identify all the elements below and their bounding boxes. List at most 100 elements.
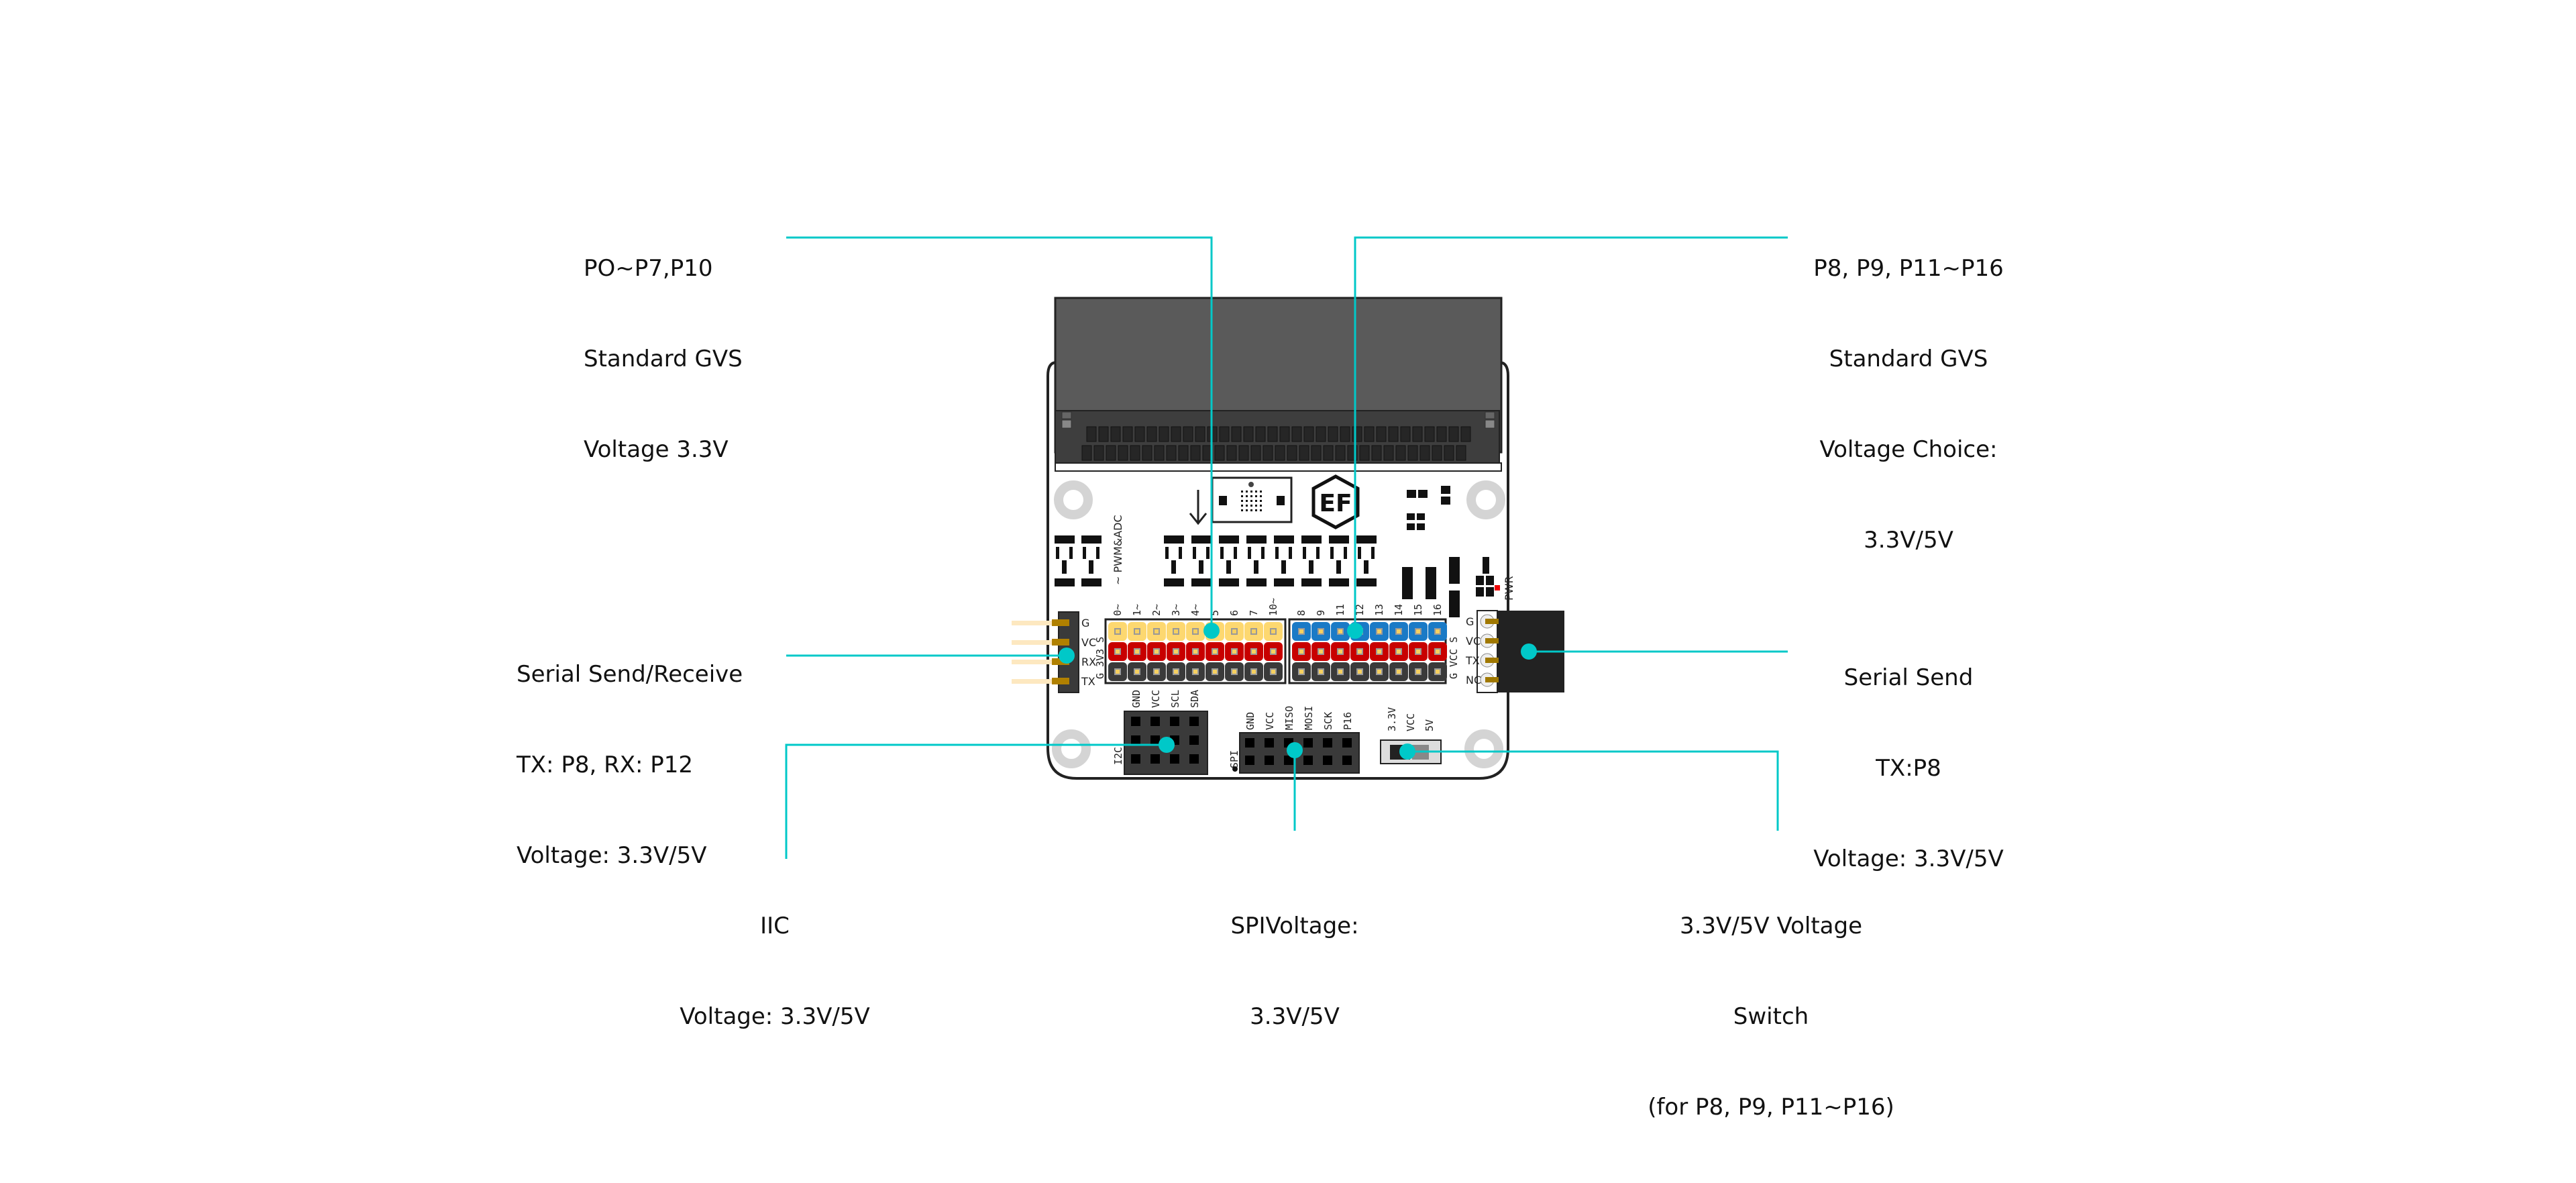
smd-pad — [1418, 490, 1428, 498]
smd-pad — [1206, 547, 1210, 559]
spi-pin[interactable] — [1323, 738, 1332, 748]
smd-pad — [1356, 535, 1377, 544]
header-pin-label: 12 — [1354, 604, 1366, 616]
i2c-pin[interactable] — [1131, 717, 1140, 726]
smd-pad — [1486, 587, 1494, 597]
i2c-pin-label: SDA — [1189, 690, 1201, 708]
i2c-pin[interactable] — [1170, 754, 1179, 764]
pin-pad — [1436, 629, 1440, 633]
pin-pad — [1271, 629, 1275, 633]
spi-pin[interactable] — [1284, 756, 1293, 765]
led-dot — [1260, 491, 1262, 493]
edge-pin — [1238, 445, 1249, 461]
callout-line: 3.3V/5V — [1864, 527, 1953, 554]
smd-pad — [1219, 535, 1239, 544]
spi-pin[interactable] — [1303, 738, 1313, 748]
pin-pad — [1436, 650, 1440, 654]
pin-pad — [1193, 650, 1197, 654]
spi-pin[interactable] — [1323, 756, 1332, 765]
i2c-pin[interactable] — [1170, 717, 1179, 726]
leader-line — [786, 236, 1213, 631]
smd-pad — [1096, 547, 1099, 559]
header-pin-label: 16 — [1432, 604, 1444, 616]
callout-line: IIC — [760, 913, 790, 939]
i2c-pin[interactable] — [1150, 754, 1160, 764]
smd-pad — [1281, 560, 1286, 574]
led-dot — [1241, 505, 1243, 507]
led-dot — [1241, 509, 1243, 511]
pin-pad — [1193, 670, 1197, 674]
spi-pin[interactable] — [1245, 756, 1254, 765]
leader-dot — [1159, 737, 1175, 753]
header-pin-label: 11 — [1334, 604, 1346, 616]
pin-pad — [1135, 629, 1139, 633]
edge-pin — [1243, 426, 1254, 442]
edge-pin — [1444, 445, 1454, 461]
spi-pin[interactable] — [1265, 756, 1274, 765]
spi-pin[interactable] — [1303, 756, 1313, 765]
smd-pad — [1254, 560, 1258, 574]
serial-left-pin-label: RX — [1081, 656, 1096, 668]
spi-pin[interactable] — [1245, 738, 1254, 748]
i2c-pin[interactable] — [1131, 754, 1140, 764]
pin-pad — [1377, 629, 1381, 633]
edge-pin — [1231, 426, 1242, 442]
pin-pad — [1213, 650, 1217, 654]
pin-pad — [1116, 629, 1120, 633]
i2c-pin[interactable] — [1150, 717, 1160, 726]
smd-pad — [1089, 560, 1093, 574]
edge-pin — [1388, 426, 1399, 442]
pin-pad — [1232, 650, 1236, 654]
edge-pin — [1166, 445, 1177, 461]
switch-label: VCC — [1405, 713, 1417, 731]
smd-pad — [1364, 560, 1368, 574]
smd-pad — [1336, 560, 1341, 574]
pin-pad — [1319, 650, 1323, 654]
smd-pad — [1426, 567, 1436, 599]
led-dot — [1260, 500, 1262, 502]
pin-pad — [1174, 629, 1178, 633]
smd-pad — [1199, 560, 1203, 574]
edge-pin — [1424, 426, 1435, 442]
edge-pin — [1118, 445, 1128, 461]
led-dot — [1246, 495, 1248, 497]
edge-pin — [1081, 445, 1092, 461]
spi-pin[interactable] — [1342, 756, 1352, 765]
edge-connector-pins — [1081, 426, 1471, 461]
pin-pad — [1232, 629, 1236, 633]
i2c-pin[interactable] — [1189, 735, 1199, 745]
edge-pin — [1352, 426, 1362, 442]
edge-pin — [1190, 445, 1201, 461]
callout-line: Voltage: 3.3V/5V — [1813, 845, 2004, 872]
edge-pin — [1407, 445, 1418, 461]
edge-pin — [1364, 426, 1375, 442]
edge-pin — [1171, 426, 1181, 442]
pin-pad — [1193, 629, 1197, 633]
callout-line: SPIVoltage: — [1230, 913, 1359, 939]
i2c-pin[interactable] — [1189, 717, 1199, 726]
spi-pin[interactable] — [1265, 738, 1274, 748]
right-gvs-header — [1292, 622, 1447, 681]
edge-pin — [1335, 445, 1346, 461]
edge-pin — [1323, 445, 1334, 461]
edge-pin — [1159, 426, 1169, 442]
i2c-label: I2C — [1112, 747, 1124, 765]
i2c-pin[interactable] — [1150, 735, 1160, 745]
smd-pad — [1191, 578, 1212, 586]
edge-pin — [1250, 445, 1261, 461]
edge-pin — [1154, 445, 1165, 461]
i2c-pin[interactable] — [1131, 735, 1140, 745]
smd-pad — [1449, 557, 1460, 584]
smd-components — [1055, 486, 1494, 617]
i2c-pin[interactable] — [1189, 754, 1199, 764]
callout-iic: IIC Voltage: 3.3V/5V — [680, 851, 869, 1092]
callout-line: Switch — [1733, 1003, 1809, 1030]
smd-pad — [1179, 547, 1182, 559]
edge-pin — [1303, 426, 1314, 442]
edge-pin — [1130, 445, 1140, 461]
spi-pin[interactable] — [1342, 738, 1352, 748]
edge-pin — [1267, 426, 1278, 442]
edge-pin — [1299, 445, 1309, 461]
